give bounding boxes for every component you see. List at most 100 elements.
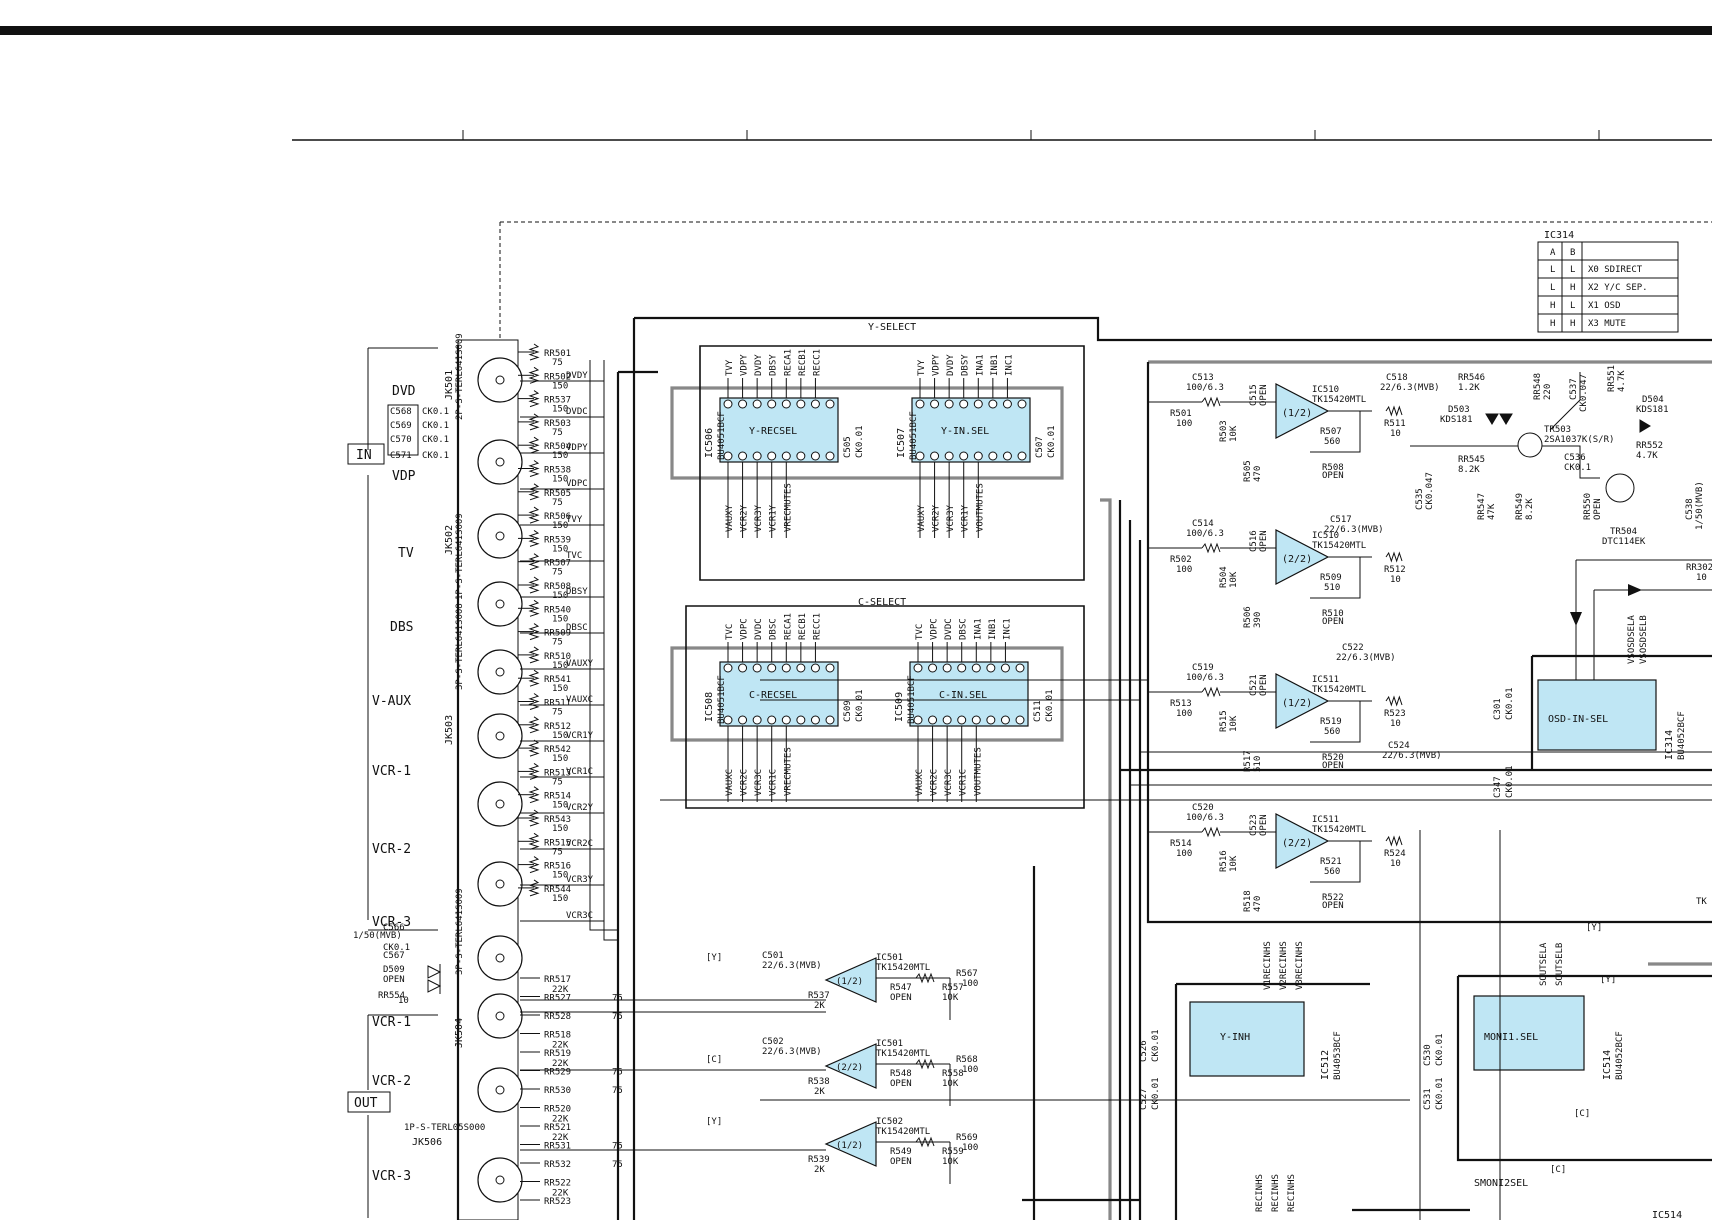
resistor-value: 22K bbox=[552, 1115, 569, 1125]
resistor-value: 10K bbox=[1229, 425, 1239, 442]
jack-circle bbox=[477, 713, 523, 759]
wire bbox=[876, 977, 951, 1020]
cap-ref: C513 bbox=[1192, 373, 1214, 383]
op-amp-half: (1/2) bbox=[836, 1141, 863, 1151]
cap-ref: C511 bbox=[1033, 700, 1043, 722]
resistor-symbol bbox=[528, 879, 540, 897]
osd-pin: VSOSDSELB bbox=[1639, 615, 1649, 664]
jack-pin bbox=[495, 457, 505, 467]
net-label: VDPY bbox=[566, 443, 588, 453]
op-amp-symbol bbox=[1275, 529, 1330, 585]
resistor-ref: RR545 bbox=[1458, 455, 1485, 465]
resistor-ref: RR520 bbox=[544, 1105, 571, 1115]
resistor-value: 22K bbox=[552, 1133, 569, 1143]
input-name: VDP bbox=[392, 469, 416, 484]
net-label: VCR3C bbox=[566, 911, 593, 921]
mux-y-frame bbox=[670, 386, 1064, 480]
resistor-value: 10 bbox=[1390, 719, 1401, 729]
pin-label: INA1 bbox=[975, 354, 985, 376]
pin-label: VDPC bbox=[930, 618, 940, 640]
table-cell: X2 Y/C SEP. bbox=[1588, 283, 1648, 293]
ic-pin bbox=[781, 663, 791, 673]
pin-label: VAUXC bbox=[725, 769, 735, 796]
clamp-circuit: RR546 1.2K D503 KDS181 RR548 220 C537 CK… bbox=[1410, 365, 1705, 547]
y-select-label: Y-SELECT bbox=[868, 322, 916, 333]
pin-label: VAUXY bbox=[917, 504, 927, 532]
resistor-value: 510 bbox=[1324, 583, 1340, 593]
pin-label: VCR3Y bbox=[754, 504, 764, 532]
ic-part: BU4053BCF bbox=[1333, 1031, 1343, 1080]
resistor-ref: RR507 bbox=[544, 559, 571, 569]
table-cell: H bbox=[1550, 319, 1555, 329]
op-amp-half: (2/2) bbox=[1282, 554, 1312, 565]
resistor-ref: R513 bbox=[1170, 699, 1192, 709]
resistor-ref: RR523 bbox=[544, 1197, 571, 1207]
cap-ref: C536 bbox=[1564, 453, 1586, 463]
cap-value: 22/6.3(MVB) bbox=[1382, 751, 1442, 761]
jack-circle bbox=[477, 861, 523, 907]
ic-function: MONI1.SEL bbox=[1484, 1032, 1538, 1043]
resistor-ref: RR544 bbox=[544, 885, 571, 895]
ic-pin bbox=[767, 715, 777, 725]
resistor-ref: R547 bbox=[890, 983, 912, 993]
cap-value: CK0.1 bbox=[422, 435, 449, 445]
cap-ref: C566 bbox=[383, 923, 405, 933]
cap-value: CK0.1 bbox=[383, 943, 410, 953]
pin-label: TVC bbox=[915, 624, 925, 640]
pin-label: VCR2Y bbox=[932, 504, 942, 532]
op-amp-ref: IC511 bbox=[1312, 815, 1339, 825]
resistor-ref: RR521 bbox=[544, 1123, 571, 1133]
resistor-symbol bbox=[528, 599, 540, 617]
resistor-value: 75 bbox=[552, 847, 563, 857]
resistor-value: 1.2K bbox=[1458, 383, 1480, 393]
ic314-body bbox=[1537, 679, 1657, 751]
out-label: OUT bbox=[354, 1096, 378, 1111]
resistor-symbol bbox=[915, 1058, 935, 1070]
resistor-ref: R522 bbox=[1322, 893, 1344, 903]
wire bbox=[1148, 401, 1372, 453]
resistor-value: 10 bbox=[1390, 429, 1401, 439]
moni1-section: MONI1.SEL IC514 BU4052BCF SOUTSELA SOUTS… bbox=[1423, 897, 1712, 1220]
net-label: VCR2Y bbox=[566, 803, 594, 813]
ic-pin bbox=[930, 399, 940, 409]
resistor-value: 560 bbox=[1324, 437, 1340, 447]
table-cell: L bbox=[1550, 265, 1555, 275]
cap-value: CK0.047 bbox=[1425, 472, 1435, 510]
cap-ref: C519 bbox=[1192, 663, 1214, 673]
cap-value: 1/50(MVB) bbox=[353, 931, 402, 941]
jack-circle bbox=[477, 581, 523, 627]
jack-pin bbox=[495, 879, 505, 889]
jack-ref: JK501 bbox=[444, 370, 455, 400]
resistor-value: 75 bbox=[552, 638, 563, 648]
resistor-value: OPEN bbox=[890, 1157, 912, 1167]
table-cell: H bbox=[1550, 301, 1555, 311]
mux-c-frame bbox=[670, 646, 1064, 742]
resistor-value: 100 bbox=[1176, 419, 1192, 429]
resistor-value: 47K bbox=[1487, 503, 1497, 520]
op-amp-symbol bbox=[1275, 813, 1330, 869]
cap-value: CK0.01 bbox=[1047, 425, 1057, 458]
resistor-symbol bbox=[528, 390, 540, 408]
resistor-symbol bbox=[528, 483, 540, 501]
cap-value: CK0.01 bbox=[855, 689, 865, 722]
net-label: DBSC bbox=[566, 623, 588, 633]
moni2-label: SMONI2SEL bbox=[1474, 1178, 1528, 1189]
resistor-ref: RR513 bbox=[544, 768, 571, 778]
input-termination-resistors: RR50175RR502150RR537150RR50375RR504150RR… bbox=[518, 343, 571, 904]
resistor-symbol bbox=[1201, 826, 1221, 838]
right-bus-vert bbox=[1100, 498, 1112, 1220]
resistor-symbol bbox=[528, 623, 540, 641]
resistor-ref: RR528 bbox=[544, 1012, 571, 1022]
resistor-ref: RR505 bbox=[544, 489, 571, 499]
ic-ref: IC507 bbox=[896, 428, 907, 458]
ic-pin bbox=[723, 715, 733, 725]
diode-ref: D509 bbox=[383, 965, 405, 975]
pin-label: VCR2C bbox=[740, 769, 750, 796]
resistor-ref: R503 bbox=[1219, 420, 1229, 442]
cap-ref: C514 bbox=[1192, 519, 1214, 529]
cap-ref: C523 bbox=[1249, 814, 1259, 836]
ic-part: BU4052BCF bbox=[1615, 1031, 1625, 1080]
cap-ref: C502 bbox=[762, 1037, 784, 1047]
resistor-ref: R515 bbox=[1219, 710, 1229, 732]
